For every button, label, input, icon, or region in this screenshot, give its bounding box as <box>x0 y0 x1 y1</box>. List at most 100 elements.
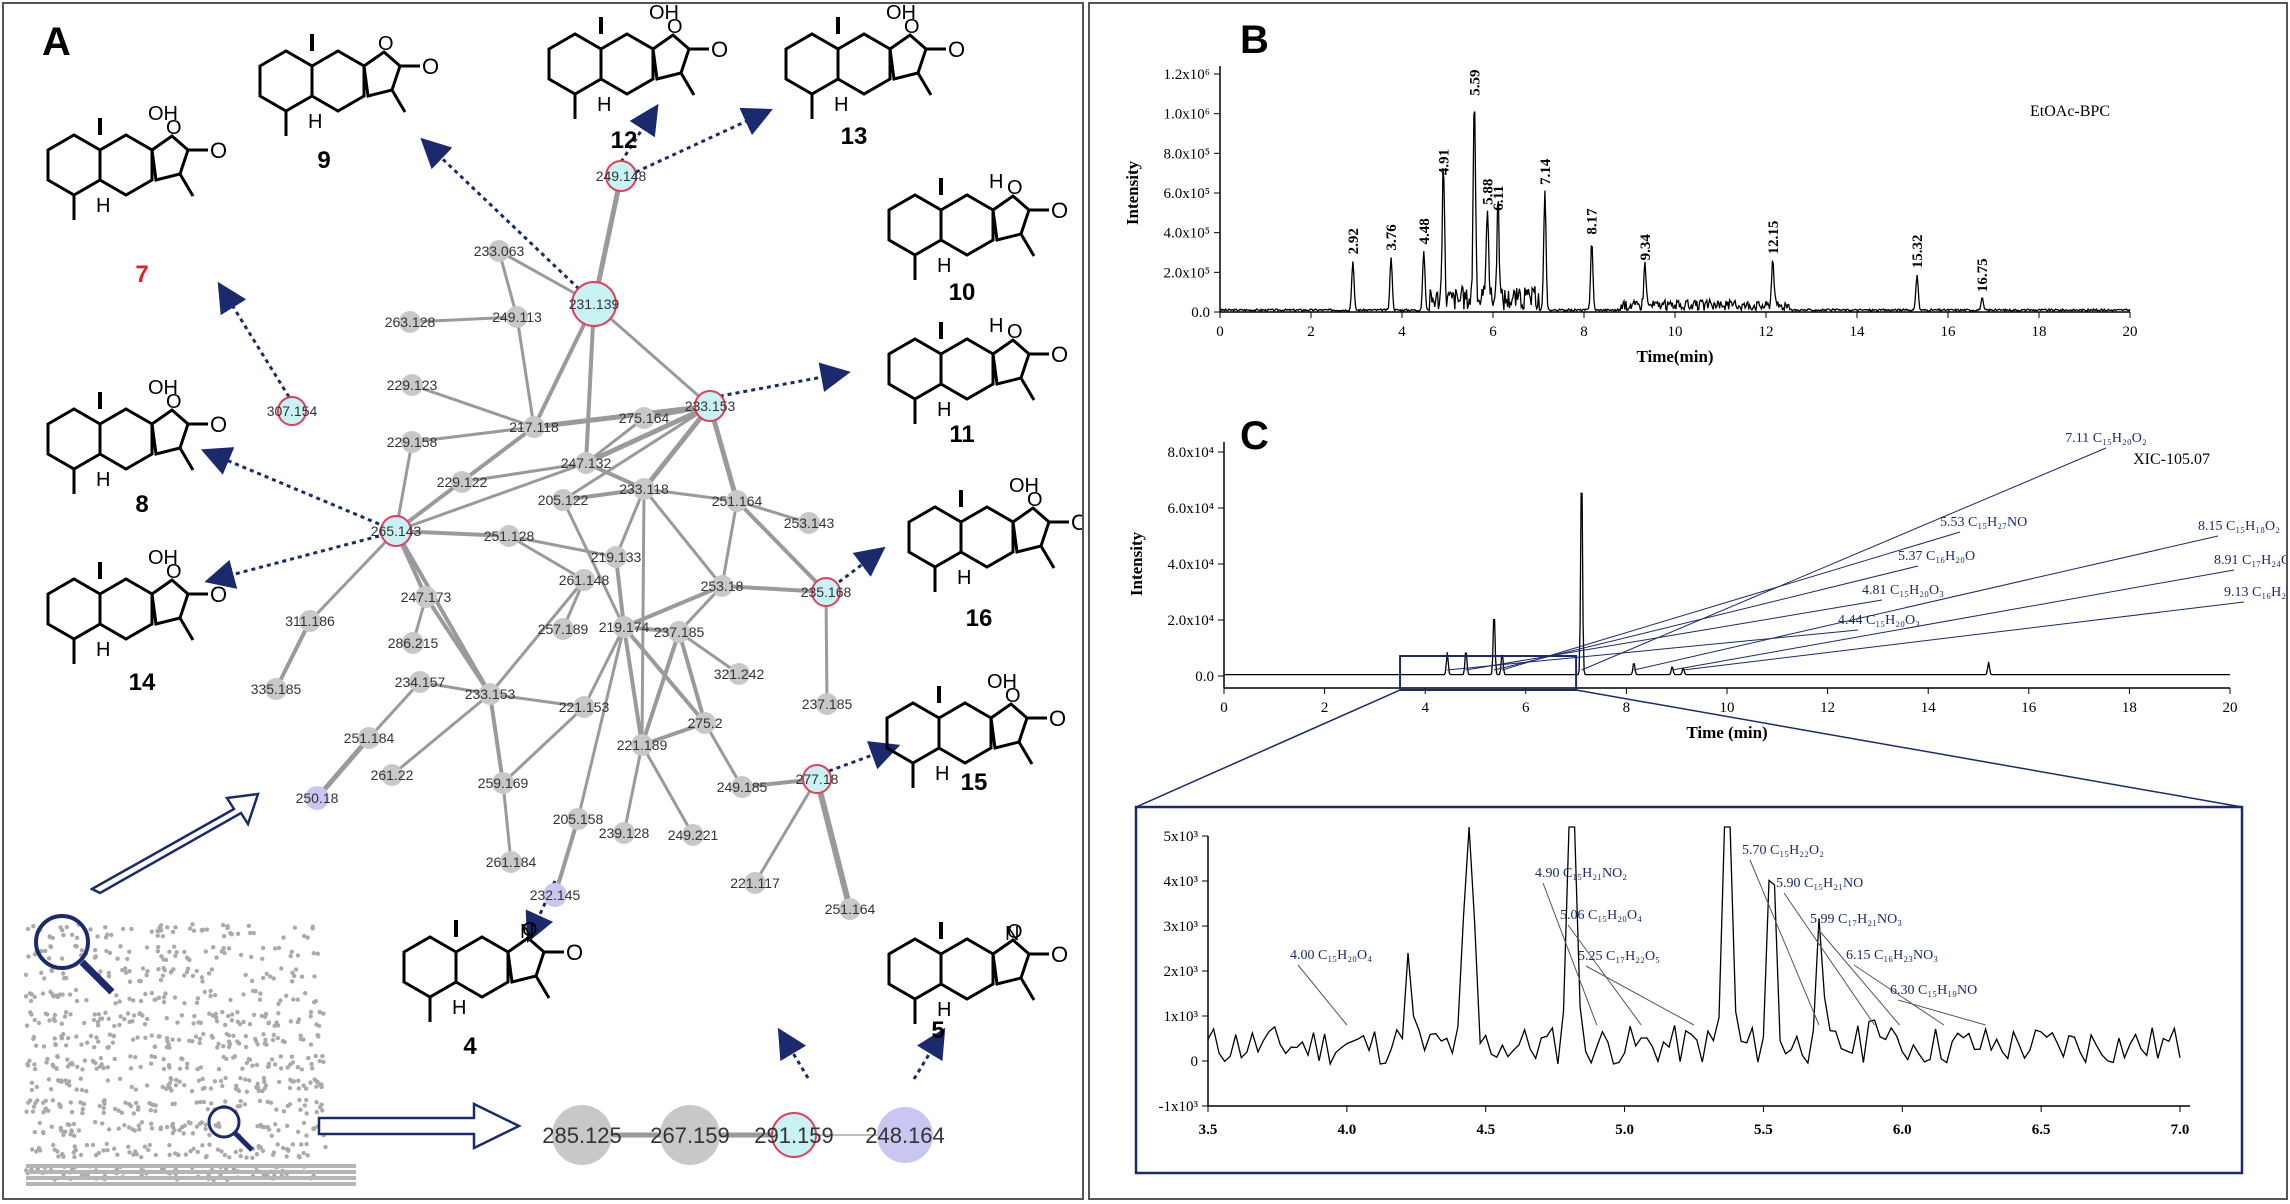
overview-dot <box>310 1066 315 1071</box>
overview-dot <box>320 1108 325 1113</box>
overview-dot <box>73 943 78 949</box>
network-edge <box>753 777 819 885</box>
overview-dot <box>232 1054 238 1059</box>
node-circle <box>500 851 522 873</box>
overview-dot <box>255 1124 260 1129</box>
overview-dot <box>125 1011 131 1016</box>
methyl-bond <box>390 89 407 113</box>
overview-dot <box>202 989 207 995</box>
overview-dot <box>226 1013 231 1019</box>
node-circle <box>523 416 545 438</box>
overview-dot <box>191 1021 196 1026</box>
overview-dot <box>160 1084 165 1090</box>
overview-dot <box>238 1154 243 1159</box>
overview-dot <box>147 1142 152 1148</box>
xic-annotation: 7.11 C₁₅H₂₀O₂ <box>2065 431 2147 446</box>
node-circle <box>409 671 431 693</box>
overview-dot <box>260 1148 266 1154</box>
network-node: 247.173 <box>401 586 452 608</box>
overview-dot <box>182 1083 187 1088</box>
overview-dot <box>304 1097 309 1103</box>
overview-dot <box>71 1121 77 1127</box>
nitrogen-label: N <box>520 921 534 943</box>
network-edge <box>707 403 740 504</box>
overview-dot <box>291 997 296 1002</box>
overview-dot <box>122 1016 127 1022</box>
node-label: 248.164 <box>865 1123 945 1148</box>
overview-dot <box>314 1079 319 1084</box>
overview-dot <box>169 1077 174 1082</box>
overview-dot <box>200 1076 205 1082</box>
node-circle <box>660 1105 720 1165</box>
decalin-rings <box>887 937 995 1001</box>
overview-dot <box>149 929 154 934</box>
overview-dot <box>200 1086 206 1091</box>
overview-dot <box>228 997 233 1003</box>
overview-dot <box>123 970 129 975</box>
overview-dot <box>260 956 265 961</box>
carbonyl-o: O <box>1051 942 1068 967</box>
overview-dot <box>295 953 301 958</box>
peak-label: 5.88 <box>1481 179 1497 205</box>
cluster-node: 248.164 <box>865 1107 945 1163</box>
overview-dot <box>258 991 263 996</box>
overview-dot <box>104 1141 110 1147</box>
overview-dot <box>161 995 167 1000</box>
overview-dot <box>186 1120 191 1125</box>
x-tick-label: 8 <box>1580 324 1588 340</box>
overview-dot <box>295 1019 301 1025</box>
carbonyl-o: O <box>1051 342 1068 367</box>
overview-dot <box>95 1019 101 1025</box>
overview-dot <box>238 1076 243 1081</box>
overview-dot <box>92 1012 97 1017</box>
overview-dot <box>194 1100 199 1105</box>
network-edge <box>410 425 536 444</box>
overview-dot <box>261 945 266 951</box>
overview-dot <box>164 1035 170 1041</box>
carbonyl-o: O <box>1071 510 1082 535</box>
overview-dot <box>128 1054 133 1059</box>
node-circle <box>798 512 820 534</box>
overview-dot <box>309 1061 314 1067</box>
overview-dot <box>301 933 307 939</box>
overview-dot <box>297 1097 302 1103</box>
overview-dot <box>281 935 286 940</box>
network-edge <box>584 416 646 465</box>
node-circle <box>498 525 520 547</box>
overview-dot <box>101 1065 107 1071</box>
overview-dot <box>241 992 246 997</box>
overview-dot <box>69 1128 74 1133</box>
x-tick-label: 18 <box>2122 700 2137 716</box>
overview-dot <box>122 1123 127 1128</box>
overview-dot <box>101 1105 107 1111</box>
overview-dot <box>28 998 34 1004</box>
overview-dot <box>275 1023 281 1028</box>
overview-dot <box>203 1126 208 1132</box>
overview-dot <box>94 1066 99 1071</box>
overview-dot <box>93 1060 98 1066</box>
annotation-leader <box>1447 629 1859 671</box>
overview-dot <box>181 1131 186 1136</box>
node-label: 251.128 <box>484 528 535 544</box>
network-edge <box>642 487 724 588</box>
overview-dot <box>221 934 227 939</box>
overview-dot <box>137 1011 142 1017</box>
annotation-leader <box>1783 892 1875 1026</box>
overview-dot <box>242 1102 247 1107</box>
overview-dot <box>63 1129 68 1134</box>
xic-annotation: 5.37 C₁₆H₂₀O <box>1898 549 1975 564</box>
overview-dot <box>298 1036 303 1042</box>
overview-dot <box>112 1146 117 1151</box>
hydrogen-label: H <box>834 94 848 116</box>
overview-dot <box>227 1041 233 1047</box>
network-node: 257.189 <box>538 618 589 640</box>
overview-dot <box>80 1067 85 1072</box>
network-edge <box>308 529 398 623</box>
overview-dot <box>101 1110 106 1115</box>
dotted-arrow <box>635 107 773 174</box>
decalin-rings <box>784 32 892 96</box>
node-circle <box>401 374 423 396</box>
x-tick-label: 2 <box>1307 324 1315 340</box>
overview-dot <box>203 949 208 954</box>
overview-dot <box>189 1088 195 1094</box>
